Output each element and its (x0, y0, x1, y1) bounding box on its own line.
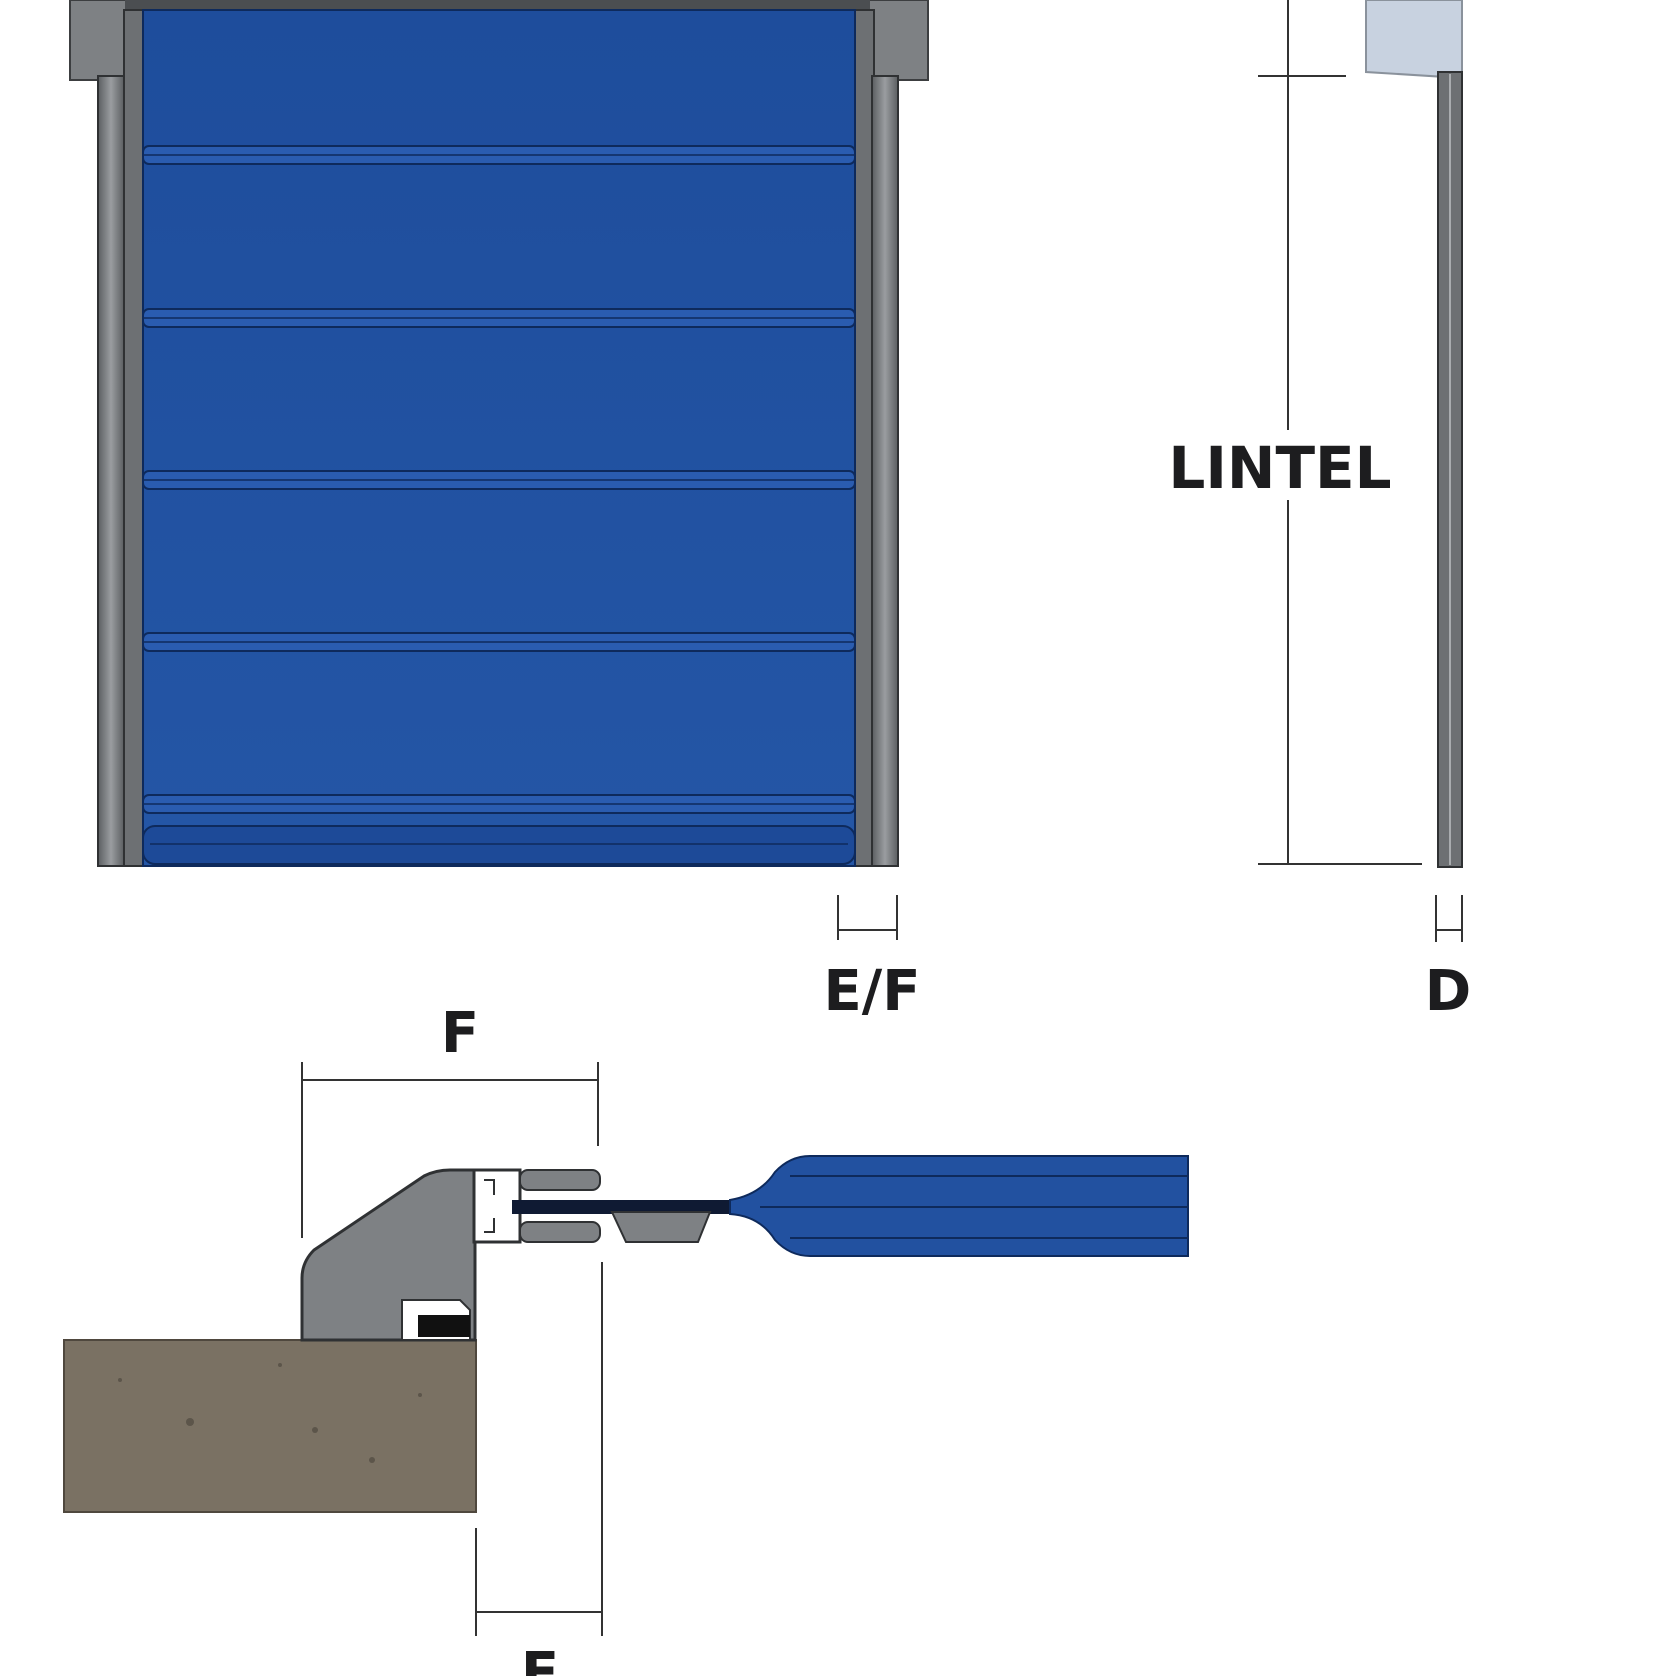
left-guide-rail (97, 75, 125, 867)
frame-profile (300, 1168, 477, 1342)
f-label: F (441, 1001, 479, 1066)
track-cap-bottom (519, 1221, 601, 1243)
side-housing-panel (1365, 0, 1463, 80)
ef-dimension (837, 895, 898, 940)
f-dimension (301, 1062, 599, 1238)
lintel-label: LINTEL (1168, 434, 1391, 502)
lintel-dimension (1258, 0, 1422, 865)
brush-seal (418, 1315, 470, 1337)
door-curtain (142, 9, 856, 867)
plan-section-detail: F (63, 1001, 1189, 1676)
top-housing-right (867, 0, 929, 81)
d-label: D (1425, 959, 1471, 1024)
right-guide-rail (871, 75, 899, 867)
concrete-wall (63, 1339, 477, 1513)
curtain-edge-strip (512, 1200, 742, 1214)
bottom-bar (142, 825, 856, 865)
d-dimension (1435, 895, 1463, 942)
top-housing-left (69, 0, 129, 81)
ef-label: E/F (824, 959, 921, 1024)
front-elevation: E/F (69, 0, 929, 1024)
left-guide-rail-inner (123, 9, 145, 867)
e-label: E (521, 1641, 559, 1676)
edge-weight (610, 1211, 712, 1243)
e-dimension (475, 1262, 603, 1636)
side-elevation: LINTEL D (1168, 0, 1471, 1024)
track-cap-top (519, 1169, 601, 1191)
